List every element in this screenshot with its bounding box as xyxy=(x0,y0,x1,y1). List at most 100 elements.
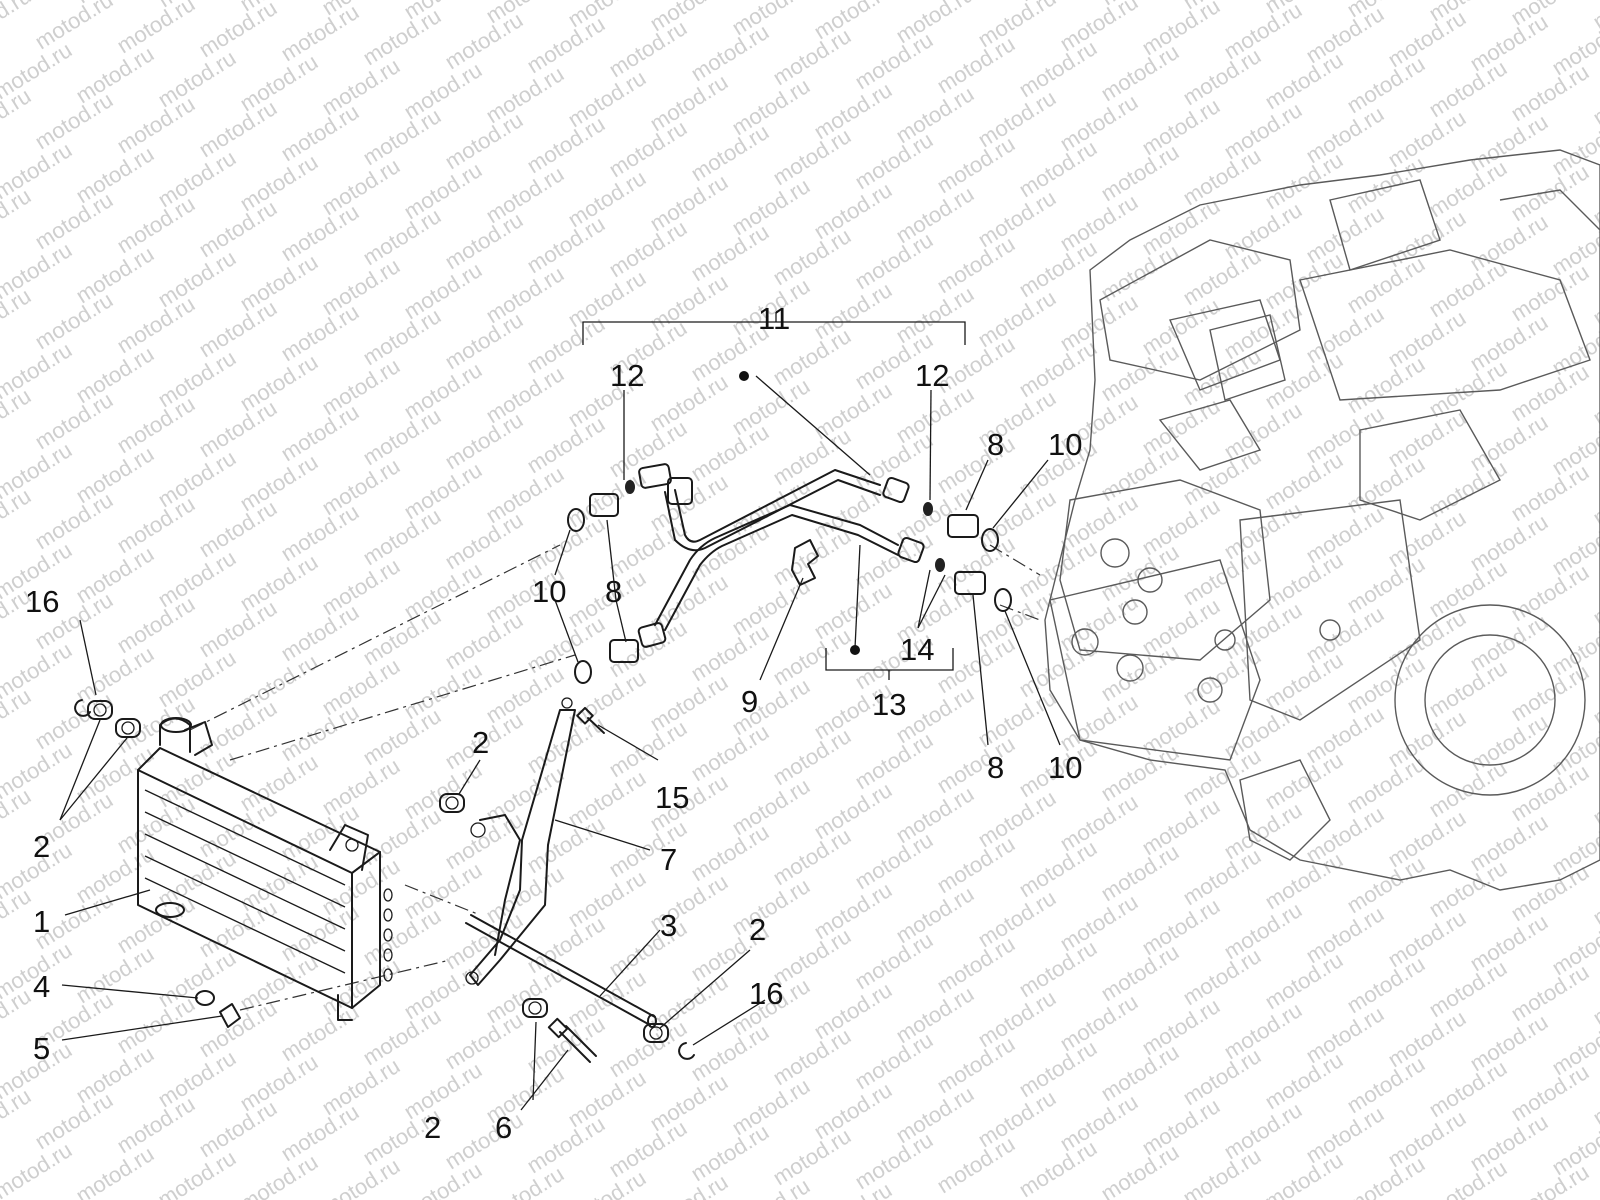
oil-hoses xyxy=(637,463,925,648)
watermark-text: motod.ru xyxy=(0,883,35,950)
watermark-text: motod.ru xyxy=(112,891,199,958)
watermark-text: motod.ru xyxy=(1588,1063,1600,1130)
watermark-text: motod.ru xyxy=(932,831,1019,898)
callout-11: 11 xyxy=(758,301,790,336)
watermark-text: motod.ru xyxy=(358,1003,445,1070)
callout-12: 12 xyxy=(610,358,644,393)
watermark-text: motod.ru xyxy=(604,815,691,882)
watermark-text: motod.ru xyxy=(440,407,527,474)
watermark-text: motod.ru xyxy=(1424,555,1511,622)
watermark-text: motod.ru xyxy=(686,819,773,886)
watermark-text: motod.ru xyxy=(522,11,609,78)
watermark-text: motod.ru xyxy=(768,123,855,190)
watermark-text: motod.ru xyxy=(1260,847,1347,914)
watermark-text: motod.ru xyxy=(112,591,199,658)
watermark-text: motod.ru xyxy=(0,83,35,150)
watermark-text: motod.ru xyxy=(1506,559,1593,626)
watermark-text: motod.ru xyxy=(0,783,35,850)
watermark-text: motod.ru xyxy=(1260,947,1347,1014)
watermark-text: motod.ru xyxy=(112,191,199,258)
watermark-text: motod.ru xyxy=(1014,1135,1101,1200)
watermark-text: motod.ru xyxy=(604,715,691,782)
callout-16: 16 xyxy=(25,584,59,619)
watermark-text: motod.ru xyxy=(358,503,445,570)
watermark-text: motod.ru xyxy=(30,387,117,454)
watermark-text: motod.ru xyxy=(727,1173,814,1200)
callout-5: 5 xyxy=(33,1031,50,1066)
watermark-text: motod.ru xyxy=(30,487,117,554)
callout-10: 10 xyxy=(532,574,566,609)
watermark-text: motod.ru xyxy=(0,483,35,550)
watermark-text: motod.ru xyxy=(1424,255,1511,322)
watermark-text: motod.ru xyxy=(358,803,445,870)
watermark-text: motod.ru xyxy=(112,691,199,758)
watermark-text: motod.ru xyxy=(604,115,691,182)
watermark-text: motod.ru xyxy=(1424,455,1511,522)
watermark-text: motod.ru xyxy=(1424,1055,1511,1122)
watermark-text: motod.ru xyxy=(194,595,281,662)
watermark-text: motod.ru xyxy=(686,119,773,186)
watermark-text: motod.ru xyxy=(1178,1143,1265,1200)
watermark-text: motod.ru xyxy=(522,611,609,678)
watermark-text: motod.ru xyxy=(686,719,773,786)
watermark-text: motod.ru xyxy=(30,687,117,754)
watermark-text: motod.ru xyxy=(30,0,117,54)
watermark-text: motod.ru xyxy=(440,307,527,374)
watermark-text: motod.ru xyxy=(1588,563,1600,630)
watermark-text: motod.ru xyxy=(1096,839,1183,906)
watermark-text: motod.ru xyxy=(71,1141,158,1200)
watermark-text: motod.ru xyxy=(604,215,691,282)
watermark-text: motod.ru xyxy=(358,403,445,470)
watermark-text: motod.ru xyxy=(850,1027,937,1094)
callout-4: 4 xyxy=(33,969,50,1004)
watermark-text: motod.ru xyxy=(522,411,609,478)
watermark-text: motod.ru xyxy=(932,231,1019,298)
watermark-text: motod.ru xyxy=(0,0,35,50)
watermark-text: motod.ru xyxy=(1424,655,1511,722)
watermark-text: motod.ru xyxy=(112,91,199,158)
callout-8: 8 xyxy=(605,574,622,609)
watermark-text: motod.ru xyxy=(1588,763,1600,830)
watermark-text: motod.ru xyxy=(768,223,855,290)
watermark-text: motod.ru xyxy=(1260,747,1347,814)
mounting-rod xyxy=(465,914,657,1028)
watermark-text: motod.ru xyxy=(932,131,1019,198)
watermark-text: motod.ru xyxy=(112,991,199,1058)
watermark-text: motod.ru xyxy=(686,419,773,486)
watermark-text: motod.ru xyxy=(522,111,609,178)
watermark-text: motod.ru xyxy=(358,303,445,370)
watermark-text: motod.ru xyxy=(112,391,199,458)
watermark-text: motod.ru xyxy=(768,423,855,490)
watermark-text: motod.ru xyxy=(358,3,445,70)
watermark-text: motod.ru xyxy=(276,0,363,66)
callout-15: 15 xyxy=(655,780,689,815)
watermark-text: motod.ru xyxy=(1260,447,1347,514)
watermark-text: motod.ru xyxy=(1506,759,1593,826)
watermark-text: motod.ru xyxy=(1506,159,1593,226)
watermark-text: motod.ru xyxy=(358,903,445,970)
watermark-text: motod.ru xyxy=(932,931,1019,998)
watermark-text: motod.ru xyxy=(1506,59,1593,126)
watermark-text: motod.ru xyxy=(1342,1051,1429,1118)
callout-1: 1 xyxy=(33,904,50,939)
callout-9: 9 xyxy=(741,684,758,719)
watermark-text: motod.ru xyxy=(112,1091,199,1158)
watermark-text: motod.ru xyxy=(1096,339,1183,406)
watermark-text: motod.ru xyxy=(850,227,937,294)
watermark-text: motod.ru xyxy=(1342,951,1429,1018)
watermark-text: motod.ru xyxy=(522,211,609,278)
watermark-text: motod.ru xyxy=(1178,43,1265,110)
watermark-text: motod.ru xyxy=(276,299,363,366)
engine-illustration xyxy=(1044,149,1600,891)
callout-7: 7 xyxy=(660,842,677,877)
callout-16: 16 xyxy=(749,976,783,1011)
watermark-text: motod.ru xyxy=(1342,551,1429,618)
watermark-text: motod.ru xyxy=(1178,843,1265,910)
watermark-text: motod.ru xyxy=(1096,939,1183,1006)
watermark-text: motod.ru xyxy=(1260,647,1347,714)
circlip-clips xyxy=(74,699,695,1060)
callout-14: 14 xyxy=(900,632,934,667)
watermark-text: motod.ru xyxy=(1342,51,1429,118)
watermark-text: motod.ru xyxy=(276,1099,363,1166)
